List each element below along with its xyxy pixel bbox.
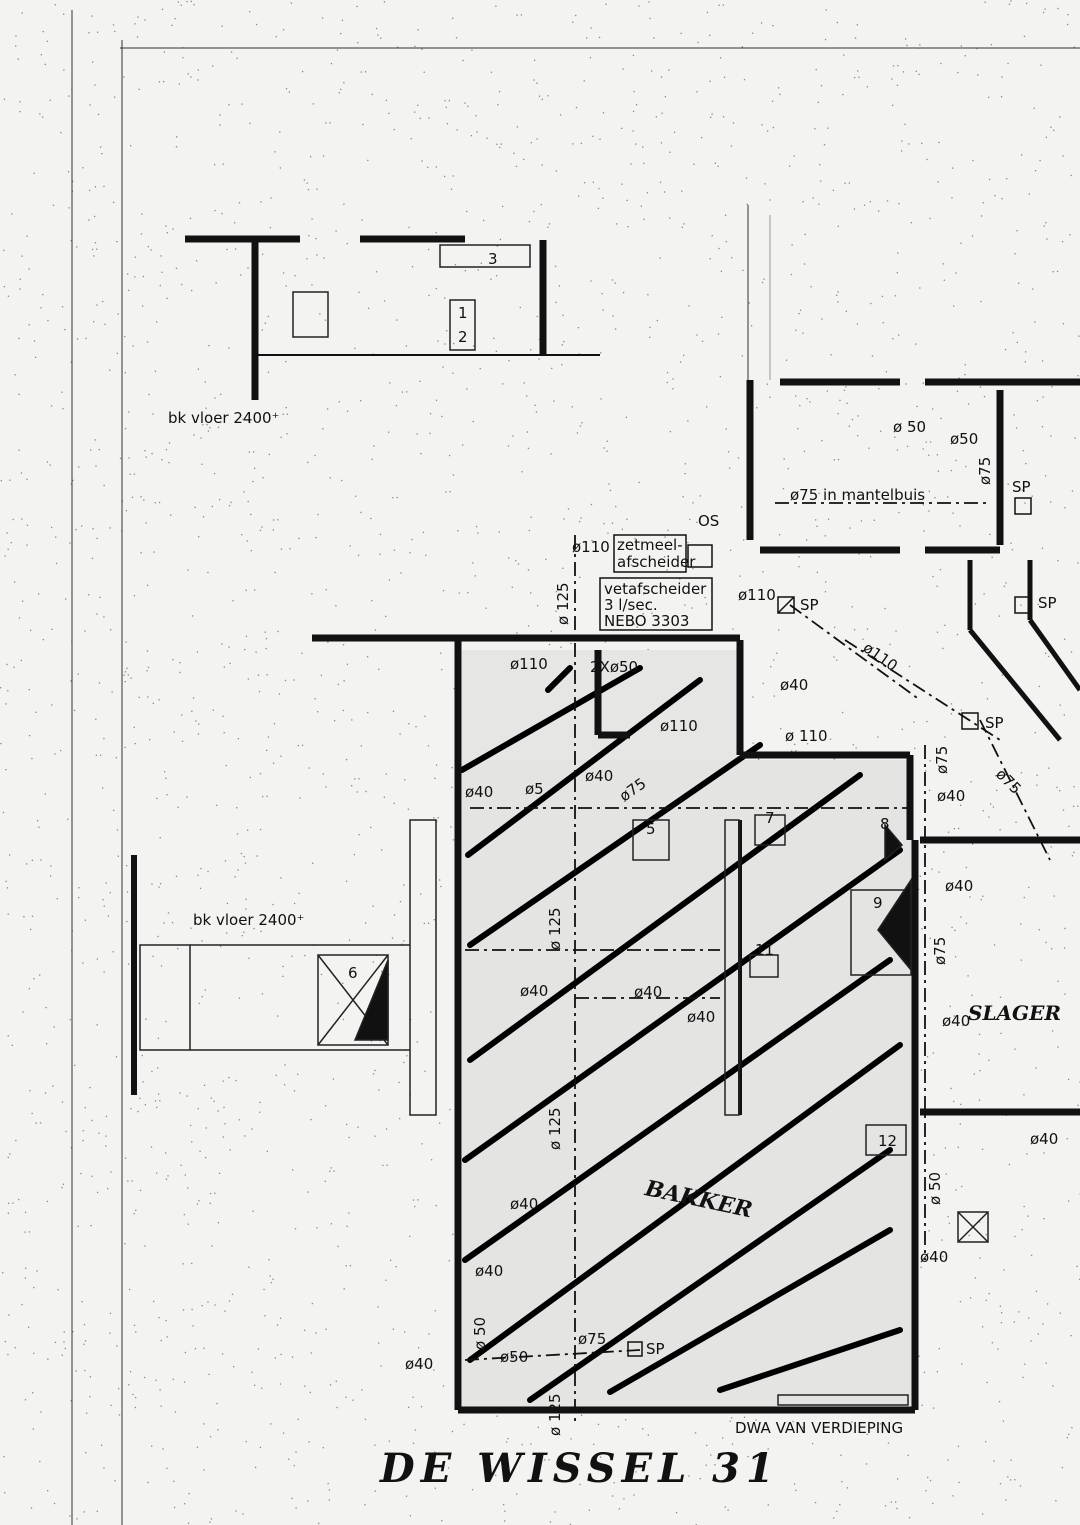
equipment-boxes xyxy=(599,497,1032,1357)
pipe-diameter-label: ø40 xyxy=(1030,1130,1058,1148)
sheet-frame xyxy=(71,10,1080,1525)
fixture-number: 7 xyxy=(765,809,775,827)
fixture-number: 3 xyxy=(488,250,498,268)
sp-label: SP xyxy=(646,1340,665,1358)
hatch-stroke xyxy=(527,1147,893,1403)
hatch-stroke xyxy=(465,677,703,858)
fixture-number: 6 xyxy=(348,964,358,982)
pipe-diameter-label: ø75 xyxy=(578,1330,606,1348)
pipe-lines xyxy=(464,502,1051,1425)
pipe-diameter-label: ø40 xyxy=(945,877,973,895)
hatch-stroke xyxy=(459,665,643,773)
sp-label: SP xyxy=(800,596,819,614)
pipe-diameter-label: ø110 xyxy=(572,538,610,556)
pipe-diameter-label: ø40 xyxy=(520,982,548,1000)
vet-label: vetafscheider xyxy=(604,580,707,598)
fixture-number: 9 xyxy=(873,894,883,912)
pipe-diameter-label: ø 125 xyxy=(554,582,572,625)
pipe-diameter-label: ø75 xyxy=(933,746,951,774)
bakker-area xyxy=(462,760,912,1410)
room-label-slager: SLAGER xyxy=(968,1001,1061,1025)
pipe-diameter-label: ø110 xyxy=(860,639,901,675)
pipe-diameter-label: ø75 xyxy=(976,457,994,485)
pipe-diameter-label: ø 110 xyxy=(785,727,828,745)
pipe-diameter-label: ø50 xyxy=(500,1348,528,1366)
hatch-stroke xyxy=(607,1227,893,1395)
sp-label: SP xyxy=(985,714,1004,732)
vet-label: 3 l/sec. xyxy=(604,596,658,614)
mantelbuis-label: ø75 in mantelbuis xyxy=(790,486,925,504)
pipe-diameter-label: ø40 xyxy=(920,1248,948,1266)
dwa-label: DWA VAN VERDIEPING xyxy=(735,1419,903,1437)
walls xyxy=(131,235,1080,1414)
hatch-stroke xyxy=(545,665,573,693)
pipe-diameter-label: ø40 xyxy=(585,767,613,785)
hatch-stroke xyxy=(462,847,903,1163)
pipe-label: 2Xø50 xyxy=(590,658,638,676)
hatch-stroke xyxy=(467,772,863,1063)
fixture-number: 1 xyxy=(458,304,468,322)
zetmeel-label: zetmeel- xyxy=(617,536,683,554)
pipe-diameter-label: ø 50 xyxy=(471,1317,489,1350)
floor-label: bk vloer 2400⁺ xyxy=(168,409,279,427)
pipe-diameter-label: ø110 xyxy=(738,586,776,604)
pipe-diameter-label: ø40 xyxy=(405,1355,433,1373)
pipe-diameter-label: ø110 xyxy=(660,717,698,735)
hatch-stroke xyxy=(717,1327,903,1393)
pipe-diameter-label: ø 125 xyxy=(546,907,564,950)
pipe-diameter-label: ø 125 xyxy=(546,1393,564,1436)
hatch-stroke xyxy=(462,957,893,1263)
pipe-diameter-label: ø40 xyxy=(465,783,493,801)
fixture-number: 11 xyxy=(755,941,774,959)
pipe-diameter-label: ø40 xyxy=(942,1012,970,1030)
secondary-lines xyxy=(139,244,989,1406)
pipe-diameter-label: ø40 xyxy=(475,1262,503,1280)
zetmeel-label: afscheider xyxy=(617,553,696,571)
hatching xyxy=(459,665,903,1403)
sp-label: SP xyxy=(1012,478,1031,496)
hatch-stroke xyxy=(467,1042,903,1363)
pipe-diameter-label: ø110 xyxy=(510,655,548,673)
fixture-number: 8 xyxy=(880,815,890,833)
pipe-diameter-label: ø 50 xyxy=(926,1172,944,1205)
pipe-diameter-label: ø40 xyxy=(780,676,808,694)
pipe-diameter-label: ø40 xyxy=(634,983,662,1001)
os-label: OS xyxy=(698,512,719,530)
pipe-diameter-label: ø75 xyxy=(992,765,1025,798)
fixture-number: 5 xyxy=(646,820,656,838)
hatch-stroke xyxy=(467,742,763,948)
fixture-number: 2 xyxy=(458,328,468,346)
pipe-diameter-label: ø40 xyxy=(937,787,965,805)
fixture-number: 12 xyxy=(878,1132,897,1150)
sp-label: SP xyxy=(1038,594,1057,612)
pipe-diameter-label: ø40 xyxy=(687,1008,715,1026)
pipe-diameter-label: ø 125 xyxy=(546,1107,564,1150)
pipe-diameter-label: ø40 xyxy=(510,1195,538,1213)
pipe-diameter-label: ø 50 xyxy=(893,418,926,436)
vet-label: NEBO 3303 xyxy=(604,612,689,630)
floor-label: bk vloer 2400⁺ xyxy=(193,911,304,929)
pipe-diameter-label: ø50 xyxy=(950,430,978,448)
pipe-diameter-label: ø75 xyxy=(931,937,949,965)
pipe-diameter-label: ø5 xyxy=(525,780,544,798)
drawing-title: DE WISSEL 31 xyxy=(379,1445,780,1492)
